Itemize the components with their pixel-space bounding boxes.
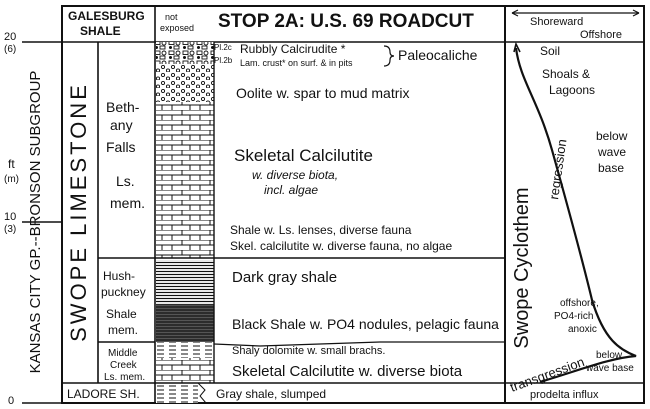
shale-ls-lenses-text: Shale w. Ls. lenses, diverse fauna (230, 223, 412, 237)
black-shale-unit (156, 304, 214, 342)
ladore-label: LADORE SH. (67, 387, 140, 401)
rubbly-calcirudite-unit (156, 42, 214, 64)
rubbly-text: Rubbly Calcirudite * (240, 42, 346, 56)
skel-calcilutite-no-algae-text: Skel. calcilutite w. diverse fauna, no a… (230, 239, 452, 253)
lithology-descriptions: Rubbly Calcirudite * Lam. crust* on surf… (216, 42, 499, 401)
lam-crust-text: Lam. crust* on surf. & in pits (240, 58, 353, 68)
dark-gray-shale-unit (156, 260, 214, 304)
slump-edge (197, 382, 207, 404)
dark-gray-shale-text: Dark gray shale (232, 269, 337, 286)
shoreward-label: Shoreward (530, 16, 583, 28)
regression-label: regression (546, 138, 569, 200)
svg-text:Middle: Middle (108, 348, 138, 359)
soil-label: Soil (540, 44, 560, 58)
gray-shale-text: Gray shale, slumped (216, 387, 326, 401)
svg-text:mem.: mem. (108, 323, 138, 337)
offshore-arrowhead (632, 9, 640, 17)
skeletal-calcilutite-middle-creek-unit (156, 358, 214, 383)
not-exposed-1: not (165, 12, 178, 22)
scale-10m: (3) (4, 224, 16, 235)
not-exposed-2: exposed (160, 23, 194, 33)
offshore-note-3: anoxic (568, 324, 597, 335)
shoals-label-1: Shoals & (542, 67, 590, 81)
prodelta-label: prodelta influx (530, 389, 599, 401)
hushpuckney-member: Hush- puckney Shale mem. (101, 269, 146, 337)
svg-text:Hush-: Hush- (103, 269, 135, 283)
black-shale-text: Black Shale w. PO4 nodules, pelagic faun… (232, 316, 499, 332)
svg-text:puckney: puckney (101, 285, 146, 299)
galesburg-label-2: SHALE (80, 24, 121, 38)
svg-text:mem.: mem. (110, 195, 145, 211)
below-label-2: wave (597, 145, 626, 159)
skeletal-biota-text: w. diverse biota, (252, 168, 338, 182)
svg-text:Ls. mem.: Ls. mem. (104, 372, 145, 383)
below-wave-label-1: below (596, 350, 623, 361)
diagram-title: STOP 2A: U.S. 69 ROADCUT (218, 11, 474, 32)
outer-frame (61, 5, 645, 404)
boundary-shaly-dolomite (213, 341, 505, 347)
scale-unit-ft: ft (8, 157, 15, 171)
svg-text:Ls.: Ls. (116, 173, 135, 189)
offshore-label: Offshore (580, 29, 622, 41)
shaly-dolomite-unit (156, 342, 214, 358)
scale-20: 20 (4, 31, 16, 43)
galesburg-label-1: GALESBURG (68, 9, 145, 23)
thickness-scale: 20 (6) ft (m) 10 (3) 0 (4, 31, 62, 407)
below-label-3: base (598, 161, 624, 175)
lithologic-column (156, 42, 215, 404)
gray-shale-unit (156, 383, 198, 403)
group-label: KANSAS CITY GP.--BRONSON SUBGROUP (27, 71, 44, 374)
plate-2c-label: Pl.2c (214, 43, 232, 52)
sea-level-curve (514, 47, 637, 384)
middle-creek-member: Middle Creek Ls. mem. (104, 348, 145, 383)
skeletal-calcilutite-text: Skeletal Calcilutite (234, 146, 373, 165)
scale-0: 0 (8, 395, 14, 407)
below-label-1: below (596, 129, 628, 143)
cyclothem-panel: Shoreward Offshore Swope Cyclothem Soil … (505, 9, 644, 401)
shoreward-arrowhead (511, 9, 519, 17)
svg-text:Falls: Falls (106, 139, 136, 155)
scale-20m: (6) (4, 44, 16, 55)
formation-label: SWOPE LIMESTONE (66, 82, 91, 342)
shaly-dolomite-text: Shaly dolomite w. small brachs. (232, 345, 385, 357)
svg-text:any: any (110, 117, 133, 133)
oolite-text: Oolite w. spar to mud matrix (236, 85, 410, 101)
below-wave-label-2: wave base (585, 363, 634, 374)
skeletal-calcilutite-lower-text: Skeletal Calcilutite w. diverse biota (232, 363, 463, 380)
skeletal-algae-text: incl. algae (264, 183, 318, 197)
skeletal-calcilutite-unit (156, 102, 214, 220)
bethany-falls-member: Beth- any Falls Ls. mem. (106, 99, 145, 211)
svg-text:Beth-: Beth- (106, 99, 140, 115)
paleocaliche-text: Paleocaliche (398, 47, 478, 63)
paleocaliche-brace (383, 45, 395, 67)
oolite-unit (156, 64, 214, 102)
offshore-note-1: offshore, (560, 298, 599, 309)
sea-level-curve-arrowhead (513, 41, 521, 53)
scale-unit-m: (m) (4, 174, 19, 185)
cyclothem-name: Swope Cyclothem (511, 187, 533, 348)
plate-2b-label: Pl.2b (214, 56, 233, 65)
shoals-label-2: Lagoons (549, 83, 595, 97)
svg-text:Creek: Creek (110, 360, 138, 371)
svg-text:Shale: Shale (106, 307, 137, 321)
scale-10: 10 (4, 211, 16, 223)
offshore-note-2: PO4-rich (554, 311, 593, 322)
skel-calcilutite-lower-unit (156, 220, 214, 258)
